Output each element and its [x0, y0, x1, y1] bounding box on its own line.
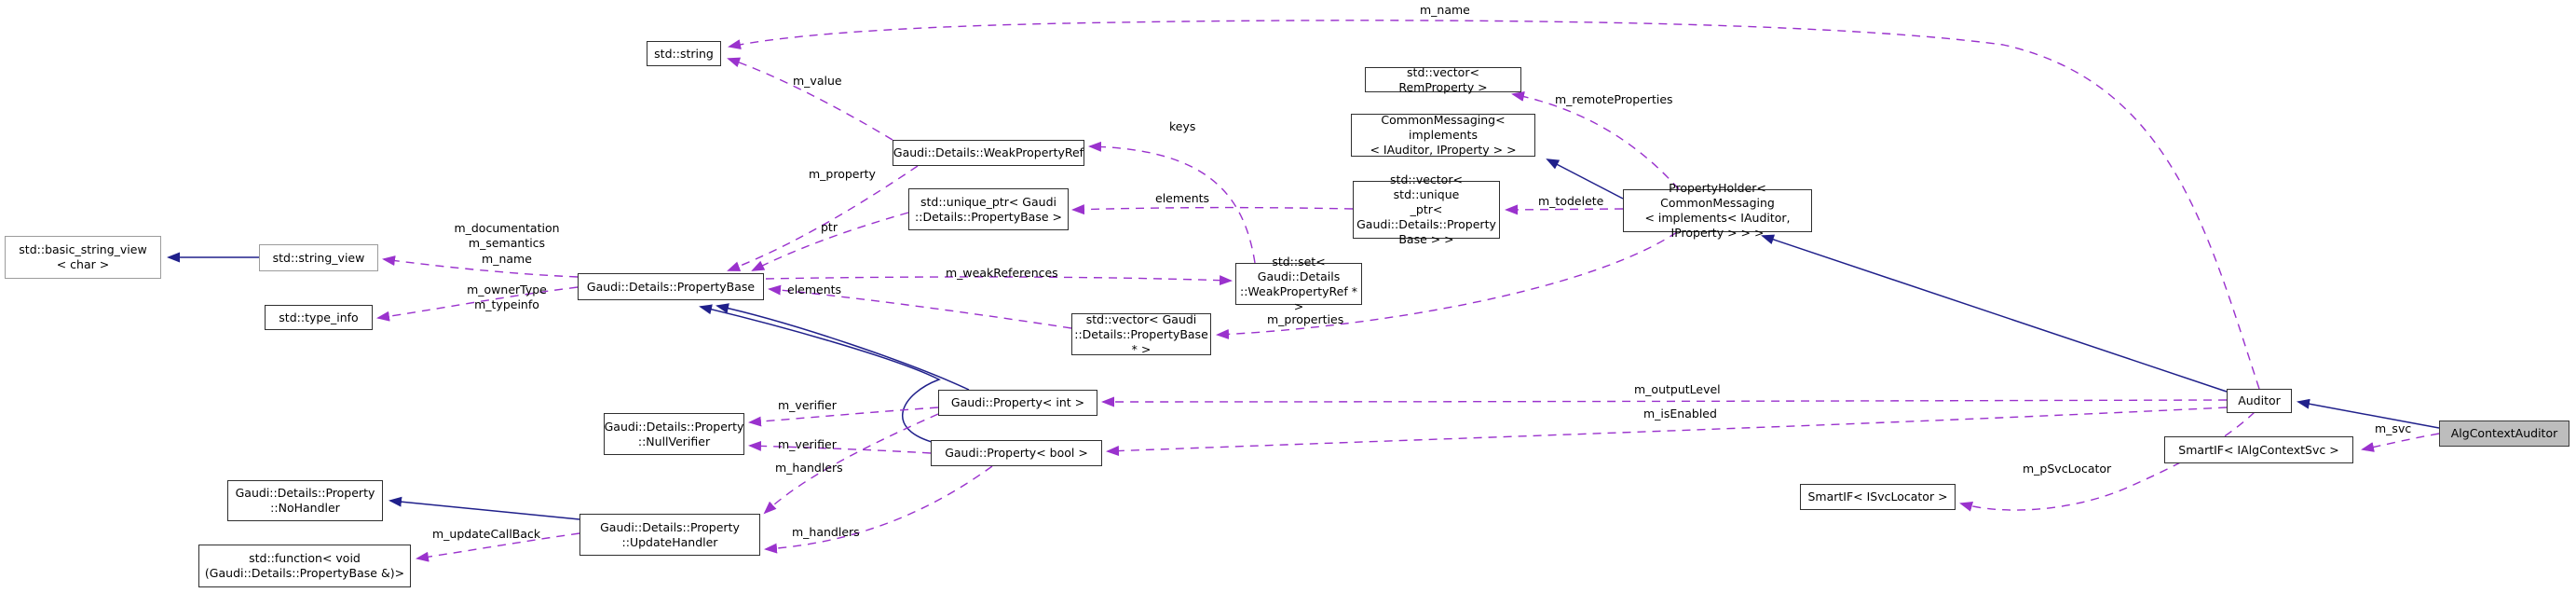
edge-label-m-properties: m_properties	[1267, 312, 1344, 326]
node-type-info[interactable]: std::type_info	[265, 305, 373, 330]
edge-label-m-todelete: m_todelete	[1538, 194, 1604, 208]
edge-label-m-verifier-bool: m_verifier	[778, 437, 837, 451]
edge-label-m-handlers-int: m_handlers	[775, 461, 843, 475]
edge-label-m-handlers-bool: m_handlers	[792, 525, 860, 539]
node-basic-string-view[interactable]: std::basic_string_view < char >	[5, 236, 161, 279]
edge-label-m-value: m_value	[793, 74, 842, 88]
edge-inh-propertyholder-commonmessaging	[1546, 159, 1624, 200]
node-smartif-ialgcontextsvc[interactable]: SmartIF< IAlgContextSvc >	[2164, 436, 2353, 463]
edge-inh-algcontextauditor-auditor	[2297, 398, 2440, 429]
edge-inh-auditor-propertyholder	[1761, 234, 2228, 393]
node-unique-ptr-property-base[interactable]: std::unique_ptr< Gaudi ::Details::Proper…	[908, 188, 1069, 230]
node-property-int[interactable]: Gaudi::Property< int >	[938, 390, 1097, 416]
edge-use-m-value	[727, 57, 893, 141]
node-auditor[interactable]: Auditor	[2227, 389, 2292, 413]
node-string-view[interactable]: std::string_view	[259, 244, 378, 271]
node-alg-context-auditor[interactable]: AlgContextAuditor	[2439, 421, 2569, 447]
edge-inh-updatehandler-nohandler	[388, 496, 580, 520]
edge-label-m-verifier-int: m_verifier	[778, 398, 837, 412]
node-property-bool[interactable]: Gaudi::Property< bool >	[931, 440, 1102, 466]
node-null-verifier[interactable]: Gaudi::Details::Property ::NullVerifier	[604, 413, 744, 455]
edge-label-m-weak-references: m_weakReferences	[946, 266, 1058, 280]
edge-label-m-name-top: m_name	[1420, 3, 1470, 17]
node-std-string[interactable]: std::string	[647, 41, 721, 66]
edge-label-m-update-callback: m_updateCallBack	[432, 527, 541, 541]
edge-label-m-property: m_property	[809, 167, 876, 181]
edge-label-keys: keys	[1169, 119, 1196, 133]
node-weak-property-ref[interactable]: Gaudi::Details::WeakPropertyRef	[893, 140, 1084, 166]
edge-label-m-remote-properties: m_remoteProperties	[1555, 92, 1673, 106]
edge-label-elements-upper: elements	[1155, 191, 1210, 205]
node-set-weak-property-ref[interactable]: std::set< Gaudi::Details ::WeakPropertyR…	[1235, 255, 1362, 313]
edge-label-m-psvclocator: m_pSvcLocator	[2023, 462, 2112, 476]
node-std-function[interactable]: std::function< void (Gaudi::Details::Pro…	[198, 545, 411, 587]
node-vector-rem-property[interactable]: std::vector< RemProperty >	[1365, 65, 1521, 94]
edge-inh-int-propertybase	[716, 303, 970, 391]
edge-use-m-remoteproperties	[1511, 91, 1680, 190]
node-smartif-isvclocator[interactable]: SmartIF< ISvcLocator >	[1800, 484, 1956, 510]
edge-label-m-is-enabled: m_isEnabled	[1643, 407, 1717, 421]
edge-label-property-base-members: m_documentation m_semantics m_name	[454, 221, 560, 266]
edge-label-m-output-level: m_outputLevel	[1634, 382, 1721, 396]
edge-use-elements-vector-uptr	[1071, 204, 1354, 215]
node-common-messaging[interactable]: CommonMessaging< implements < IAuditor, …	[1351, 113, 1535, 157]
edge-label-m-svc: m_svc	[2375, 421, 2412, 435]
edge-use-m-outputlevel	[1101, 396, 2228, 407]
edge-label-ptr: ptr	[821, 220, 838, 234]
node-update-handler[interactable]: Gaudi::Details::Property ::UpdateHandler	[579, 514, 760, 556]
edge-label-property-base-typeinfo: m_ownerType m_typeinfo	[467, 283, 547, 312]
edge-label-elements-lower: elements	[787, 283, 842, 296]
node-vector-property-base-ptr[interactable]: std::vector< Gaudi ::Details::PropertyBa…	[1071, 312, 1211, 356]
node-property-base[interactable]: Gaudi::Details::PropertyBase	[578, 273, 764, 300]
node-vector-unique-ptr[interactable]: std::vector< std::unique _ptr< Gaudi::De…	[1353, 172, 1500, 246]
node-property-holder[interactable]: PropertyHolder< CommonMessaging < implem…	[1623, 181, 1812, 240]
node-no-handler[interactable]: Gaudi::Details::Property ::NoHandler	[227, 480, 383, 521]
